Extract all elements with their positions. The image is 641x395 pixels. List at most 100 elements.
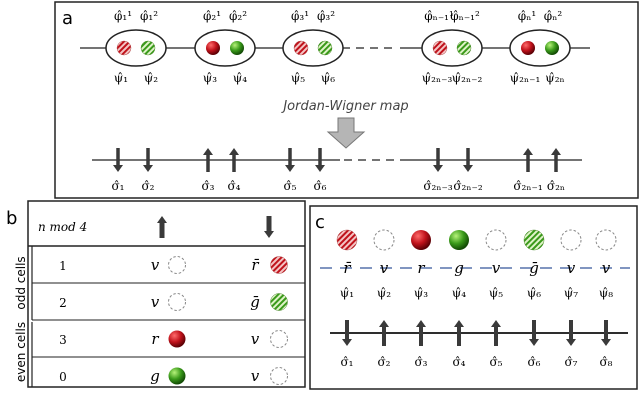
row-up-ball <box>168 293 186 311</box>
row-down-letter: r̄ <box>251 256 259 274</box>
psi-label: ψ̂₅ <box>489 286 503 300</box>
psi-label: ψ̂₂ₙ₋₃ <box>422 71 453 85</box>
row-up-ball <box>168 330 186 348</box>
psi-label: ψ̂₁ <box>340 286 354 300</box>
sigma-label: σ̂₃ <box>201 179 214 193</box>
even-cells-label: even cells <box>14 322 28 382</box>
psi-label: ψ̂₂ₙ <box>545 71 564 85</box>
spin-arrow <box>143 148 153 172</box>
occupation-letter: r̄ <box>343 259 351 277</box>
occupation-ball <box>485 229 507 251</box>
occupation-ball <box>336 229 358 251</box>
phi-label: φ̂ₙ₋₁² <box>450 9 480 23</box>
spin-arrow <box>315 148 325 172</box>
spin-arrow <box>285 148 295 172</box>
panel-c-frame <box>309 205 638 390</box>
phi-label: φ̂₃¹ <box>291 9 309 23</box>
spin-arrow <box>566 320 576 346</box>
fermion-ball <box>206 41 220 55</box>
spin-arrow <box>529 320 539 346</box>
row-up-letter: r <box>151 330 159 348</box>
fermion-ball <box>456 40 472 56</box>
occupation-letter: v <box>567 259 576 277</box>
row-up-letter: g <box>150 367 160 385</box>
spin-arrow <box>342 320 352 346</box>
row-down-letter: v <box>251 367 260 385</box>
occupation-ball <box>411 230 431 250</box>
occupation-letter: r <box>417 259 425 277</box>
sigma-label: σ̂₂ₙ₋₃ <box>423 179 453 193</box>
occupation-ball <box>595 229 617 251</box>
fermion-ball <box>521 41 535 55</box>
sigma-label: σ̂₆ <box>527 355 540 369</box>
map-label: Jordan-Wigner map <box>280 99 408 114</box>
occupation-ball <box>449 230 469 250</box>
phi-label: φ̂₁² <box>140 9 158 23</box>
sigma-label: σ̂₄ <box>227 179 240 193</box>
phi-label: φ̂₂² <box>229 9 247 23</box>
occupation-letter: g <box>454 259 464 277</box>
row-up-ball <box>168 367 186 385</box>
spin-arrow <box>491 320 501 346</box>
row-down-ball <box>270 367 288 385</box>
panel-c-label: c <box>315 212 325 233</box>
cell-ellipse <box>282 29 344 67</box>
occupation-letter: v <box>602 259 611 277</box>
psi-label: ψ̂₂ <box>377 286 391 300</box>
psi-label: ψ̂₁ <box>114 71 128 85</box>
phi-label: φ̂ₙ₋₁¹ <box>424 9 454 23</box>
psi-label: ψ̂₆ <box>321 71 335 85</box>
sigma-label: σ̂₅ <box>283 179 296 193</box>
panel-b-frame <box>27 200 306 388</box>
sigma-label: σ̂₆ <box>313 179 326 193</box>
sigma-label: σ̂₁ <box>111 179 124 193</box>
psi-label: ψ̂₄ <box>452 286 466 300</box>
fermion-ball <box>545 41 559 55</box>
psi-label: ψ̂₂ <box>144 71 158 85</box>
cell-ellipse <box>509 29 571 67</box>
sigma-label: σ̂₇ <box>564 355 577 369</box>
row-down-letter: v <box>251 330 260 348</box>
spin-arrow <box>523 148 533 172</box>
fermion-ball <box>230 41 244 55</box>
header-up-arrow <box>157 216 167 238</box>
spin-arrow <box>463 148 473 172</box>
panel-a-frame <box>54 1 639 199</box>
sigma-label: σ̂₂ₙ <box>547 179 565 193</box>
spin-arrow <box>229 148 239 172</box>
psi-label: ψ̂₃ <box>203 71 217 85</box>
row-down-ball <box>270 256 288 274</box>
sigma-label: σ̂₂ <box>141 179 154 193</box>
odd-cells-label: odd cells <box>14 256 28 309</box>
map-arrow <box>326 117 366 149</box>
row-n-value: 1 <box>59 259 67 273</box>
psi-label: ψ̂₂ₙ₋₁ <box>510 71 541 85</box>
sigma-label: σ̂₁ <box>340 355 353 369</box>
spin-arrow <box>433 148 443 172</box>
table-header-n: n mod 4 <box>38 220 87 234</box>
occupation-letter: ḡ <box>529 259 539 277</box>
psi-label: ψ̂₂ₙ₋₂ <box>452 71 483 85</box>
fermion-ball <box>317 40 333 56</box>
sigma-label: σ̂₃ <box>414 355 427 369</box>
row-down-letter: ḡ <box>250 293 260 311</box>
row-up-ball <box>168 256 186 274</box>
fermion-ball <box>432 40 448 56</box>
occupation-letter: v <box>380 259 389 277</box>
spin-arrow <box>601 320 611 346</box>
cell-ellipse <box>421 29 483 67</box>
phi-label: φ̂₂¹ <box>203 9 221 23</box>
sigma-label: σ̂₂ <box>377 355 390 369</box>
panel-a-label: a <box>62 8 73 29</box>
sigma-label: σ̂₈ <box>599 355 612 369</box>
sigma-label: σ̂₂ₙ₋₁ <box>513 179 542 193</box>
psi-label: ψ̂₃ <box>414 286 428 300</box>
row-down-ball <box>270 330 288 348</box>
spin-arrow <box>113 148 123 172</box>
row-n-value: 3 <box>59 333 67 347</box>
row-down-ball <box>270 293 288 311</box>
spin-arrow <box>454 320 464 346</box>
